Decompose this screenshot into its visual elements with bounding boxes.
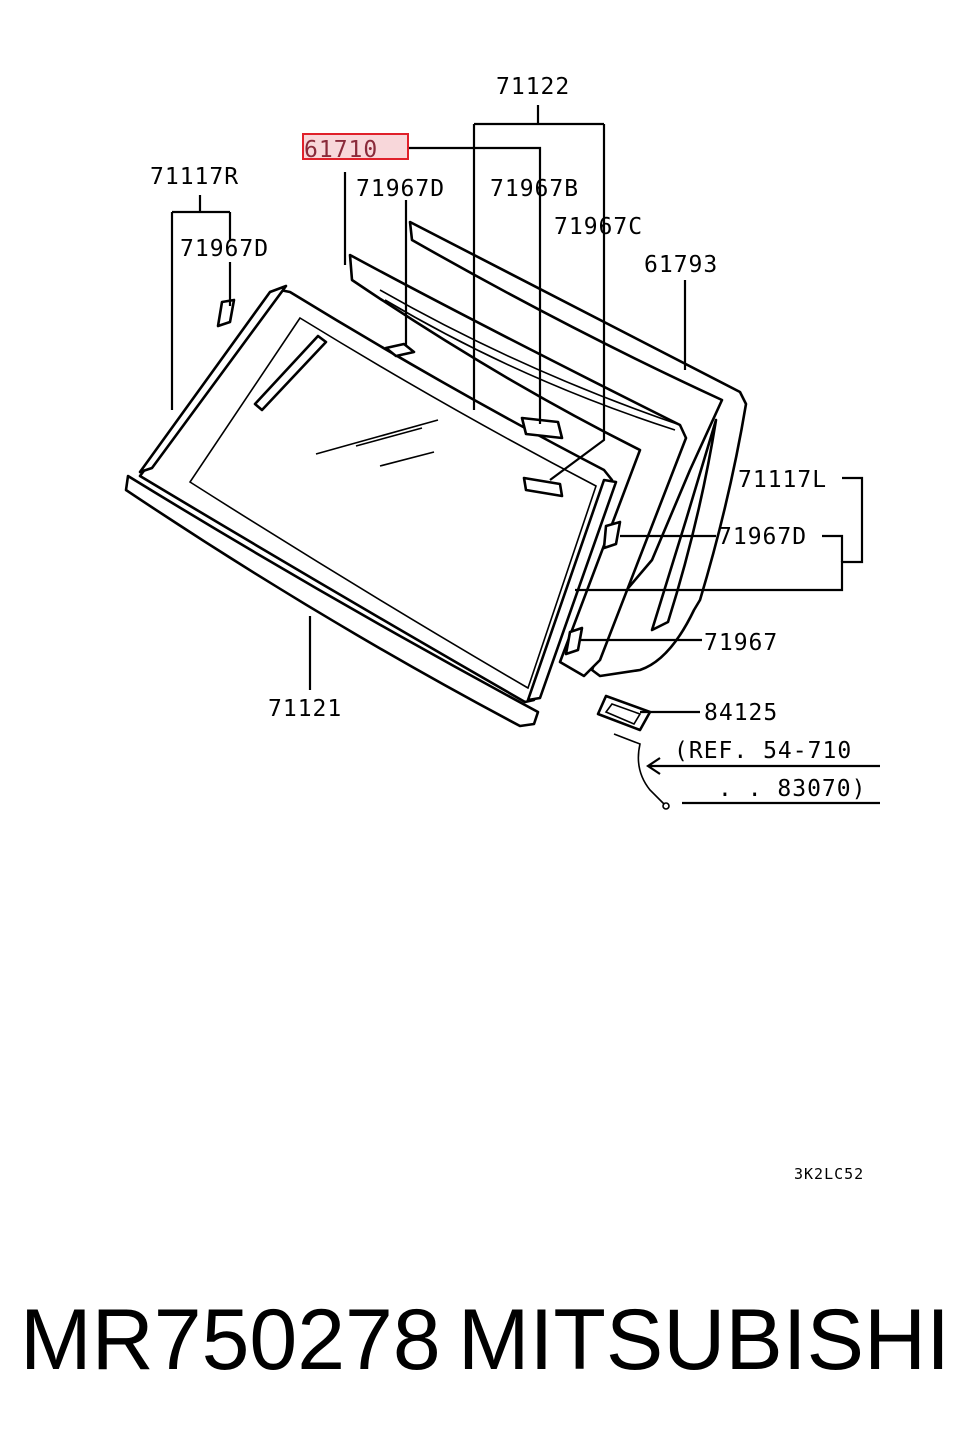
clip-71967D-top (384, 342, 416, 358)
windshield-glass (138, 288, 614, 704)
clip-71967C (522, 476, 564, 498)
callout-71967D-top: 71967D (356, 176, 445, 202)
callout-71967B: 71967B (490, 176, 579, 202)
leader-lines (170, 105, 880, 805)
clip-71967D-left (216, 298, 236, 328)
callout-71117R: 71117R (150, 164, 239, 190)
glass-reflection-3 (379, 451, 435, 467)
clip-71967 (564, 626, 584, 656)
frame-61710 (348, 253, 688, 678)
windshield-drawing (124, 220, 748, 810)
clip-71967B (520, 416, 564, 440)
top-strip-71122-b (379, 289, 681, 426)
top-strip-71122 (384, 299, 676, 431)
callout-61710: 61710 (304, 137, 378, 163)
clip-71967D-right (602, 520, 622, 550)
leader-71967D-bracket (822, 534, 844, 562)
sensor-84125-detail (604, 703, 642, 726)
footer: MR750278 MITSUBISHI (20, 1290, 950, 1390)
leader-61710 (408, 146, 542, 424)
part-number: MR750278 (20, 1292, 441, 1388)
callout-71967: 71967 (704, 630, 778, 656)
callout-71117L: 71117L (738, 467, 827, 493)
callout-71967C: 71967C (554, 214, 643, 240)
left-molding-71117R-inner (253, 334, 328, 412)
callout-71121: 71121 (268, 696, 342, 722)
outer-molding-61793 (408, 220, 748, 678)
glass-inner-line (188, 316, 597, 690)
glass-reflection-2 (355, 427, 423, 447)
callout-84125: 84125 (704, 700, 778, 726)
sensor-wire (613, 733, 665, 805)
ref-line-1: (REF. 54-710 (674, 738, 852, 764)
leader-71117L (575, 476, 864, 592)
outer-molding-inner-lip (650, 418, 718, 632)
callout-71967D-right: 71967D (718, 524, 807, 550)
brand-name: MITSUBISHI (457, 1292, 950, 1388)
callout-61793: 61793 (644, 252, 718, 278)
callout-labels: 71122 61710 71117R 71967D 71967B 71967C … (150, 74, 866, 1183)
lower-molding-71121 (124, 474, 540, 728)
right-molding-71117L (526, 478, 618, 702)
diagram-code: 3K2LC52 (794, 1165, 864, 1183)
leader-ref (646, 757, 880, 775)
wire-connector (662, 802, 670, 810)
callout-71967D-left: 71967D (180, 236, 269, 262)
leader-71117R (170, 195, 232, 410)
ref-line-2: . . 83070) (718, 776, 866, 802)
leader-71122 (472, 105, 606, 481)
callout-71122: 71122 (496, 74, 570, 100)
glass-reflection-1 (315, 419, 439, 455)
left-molding-71117R (138, 284, 288, 474)
highlight-box-61710 (302, 133, 409, 160)
